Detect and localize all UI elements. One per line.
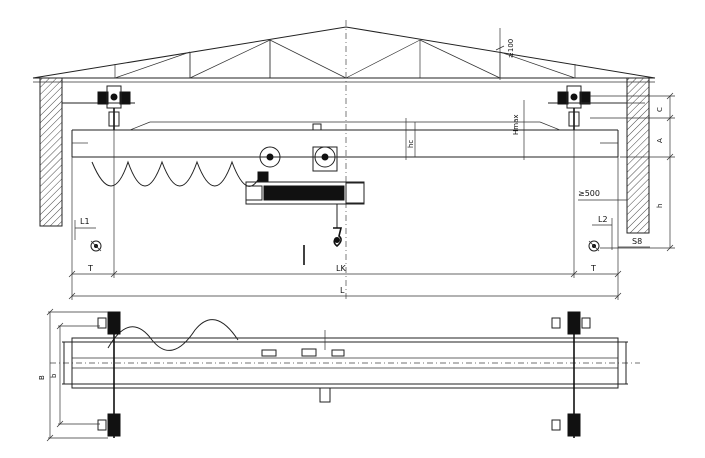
roof-truss xyxy=(32,20,656,300)
left-runway-bracket xyxy=(62,85,135,130)
cable-festoon xyxy=(91,160,263,187)
left-wall xyxy=(39,77,63,227)
l1-label: L1 xyxy=(80,217,90,226)
lk-label: LK xyxy=(336,264,346,273)
height-dimensions: hc Hmax xyxy=(405,100,525,160)
h-label: h xyxy=(656,204,664,208)
trolley-clearance-label: ≥500 xyxy=(578,189,600,198)
right-wall xyxy=(626,77,650,234)
plan-view: B b xyxy=(38,308,640,442)
l-total-label: L xyxy=(340,286,345,295)
left-end-dimensions: L1 xyxy=(74,217,96,240)
right-runway-bracket xyxy=(548,85,645,130)
roof-clearance-dimension: ≥100 xyxy=(495,28,515,80)
b-outer-label: B xyxy=(38,375,46,380)
a-label: A xyxy=(656,138,664,143)
hoist-trolley xyxy=(245,146,365,265)
right-vertical-dimensions: C A h xyxy=(590,92,675,252)
right-end-dimensions: L2 S8 xyxy=(592,215,650,250)
l2-label: L2 xyxy=(598,215,608,224)
right-rail-symbol xyxy=(588,240,600,252)
hc-label: hc xyxy=(407,140,415,148)
t-left-label: T xyxy=(87,264,93,273)
c-label: C xyxy=(656,107,664,112)
s8-label: S8 xyxy=(632,237,642,246)
t-right-label: T xyxy=(590,264,596,273)
span-dimensions: T LK T L xyxy=(68,130,622,300)
left-rail-symbol xyxy=(90,240,102,252)
trolley-clearance-dimension: ≥500 xyxy=(578,189,627,201)
hmax-label: Hmax xyxy=(512,114,520,135)
roof-clearance-label: ≥100 xyxy=(507,39,515,58)
main-girder xyxy=(71,121,619,158)
b-inner-label: b xyxy=(50,373,58,378)
